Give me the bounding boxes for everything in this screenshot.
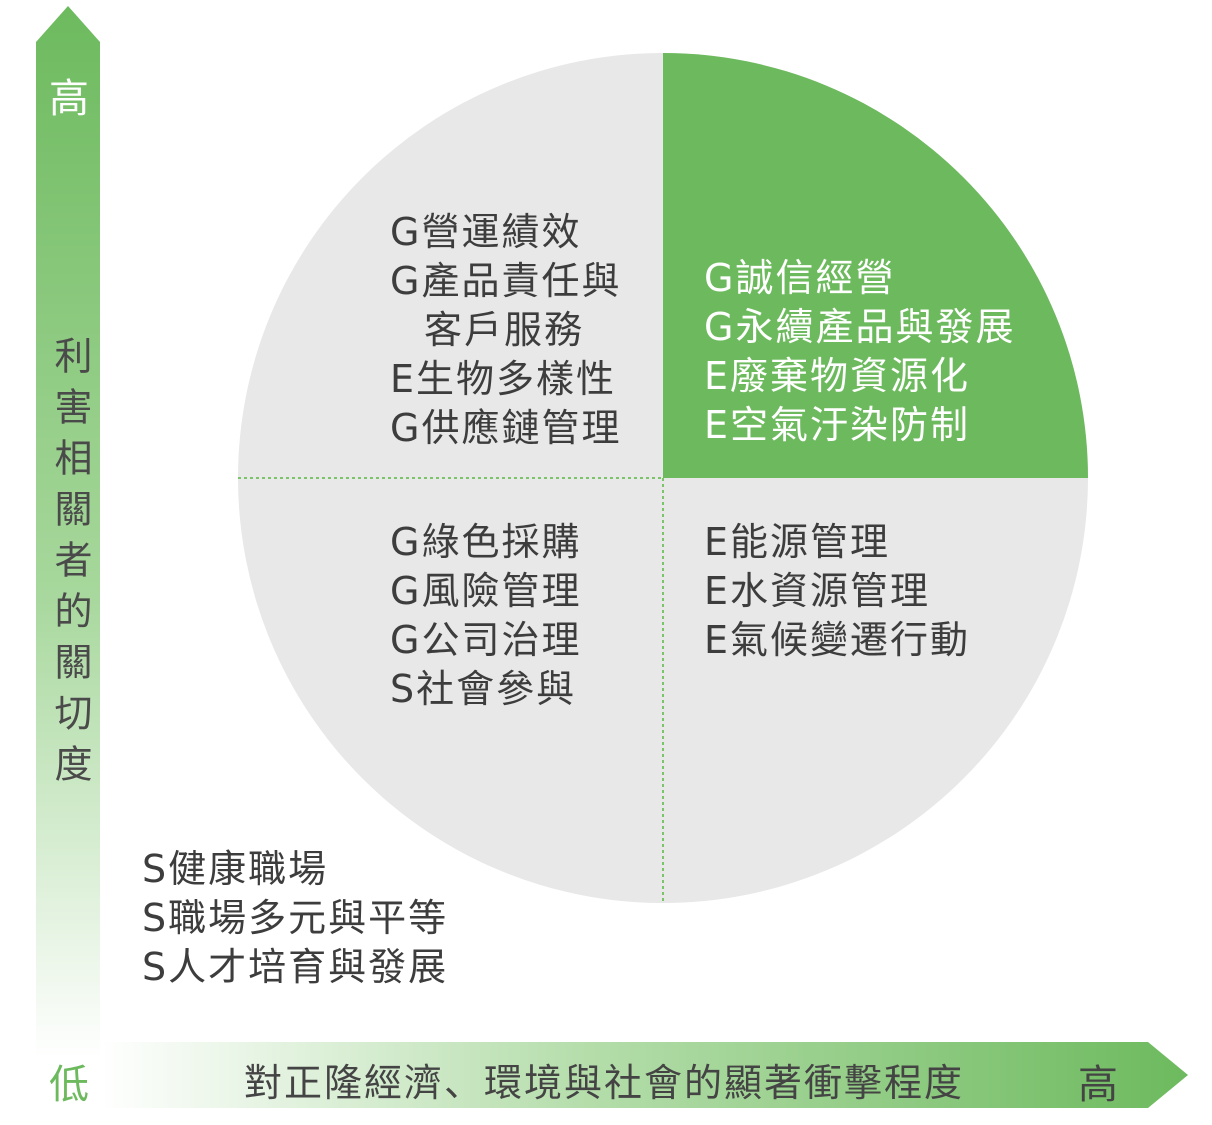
list-item: E空氣汙染防制 [704,403,971,447]
list-item: G誠信經營 [704,256,896,300]
vertical-axis-high-label: 高 [49,76,89,122]
list-item: S社會參與 [390,667,577,711]
list-item: G產品責任與 [390,259,622,303]
list-item: S職場多元與平等 [142,896,449,940]
list-item: G綠色採購 [390,520,582,564]
vertical-axis-title: 利害相關者的關切度 [48,336,92,795]
high-priority-quadrant [663,53,1088,478]
list-item: G風險管理 [390,569,582,613]
list-item: E生物多樣性 [390,357,617,401]
list-item: G營運績效 [390,210,582,254]
axis-low-label: 低 [49,1062,89,1108]
list-item: G永續產品與發展 [704,305,1016,349]
list-item: E水資源管理 [704,569,931,613]
list-item: E廢棄物資源化 [704,354,971,398]
horizontal-axis-high-label: 高 [1078,1062,1118,1108]
list-item: G供應鏈管理 [390,406,622,450]
vertical-axis-arrow [36,6,100,1060]
list-item: E氣候變遷行動 [704,618,971,662]
list-item: G公司治理 [390,618,582,662]
list-item: 客戶服務 [424,308,585,352]
quadrant-bottom-left-list: G綠色採購 G風險管理 G公司治理 S社會參與 [390,518,581,714]
list-item: S人才培育與發展 [142,945,449,989]
quadrant-top-left-list: G營運績效 G產品責任與 客戶服務 E生物多樣性 G供應鏈管理 [390,208,621,453]
low-priority-list: S健康職場 S職場多元與平等 S人才培育與發展 [142,845,448,992]
quadrant-top-right-list: G誠信經營 G永續產品與發展 E廢棄物資源化 E空氣汙染防制 [704,254,1015,450]
horizontal-axis-title: 對正隆經濟、環境與社會的顯著衝擊程度 [244,1061,965,1105]
list-item: S健康職場 [142,847,329,891]
horizontal-axis-arrow [100,1042,1188,1108]
list-item: E能源管理 [704,520,891,564]
quadrant-bottom-right-list: E能源管理 E水資源管理 E氣候變遷行動 [704,518,970,665]
